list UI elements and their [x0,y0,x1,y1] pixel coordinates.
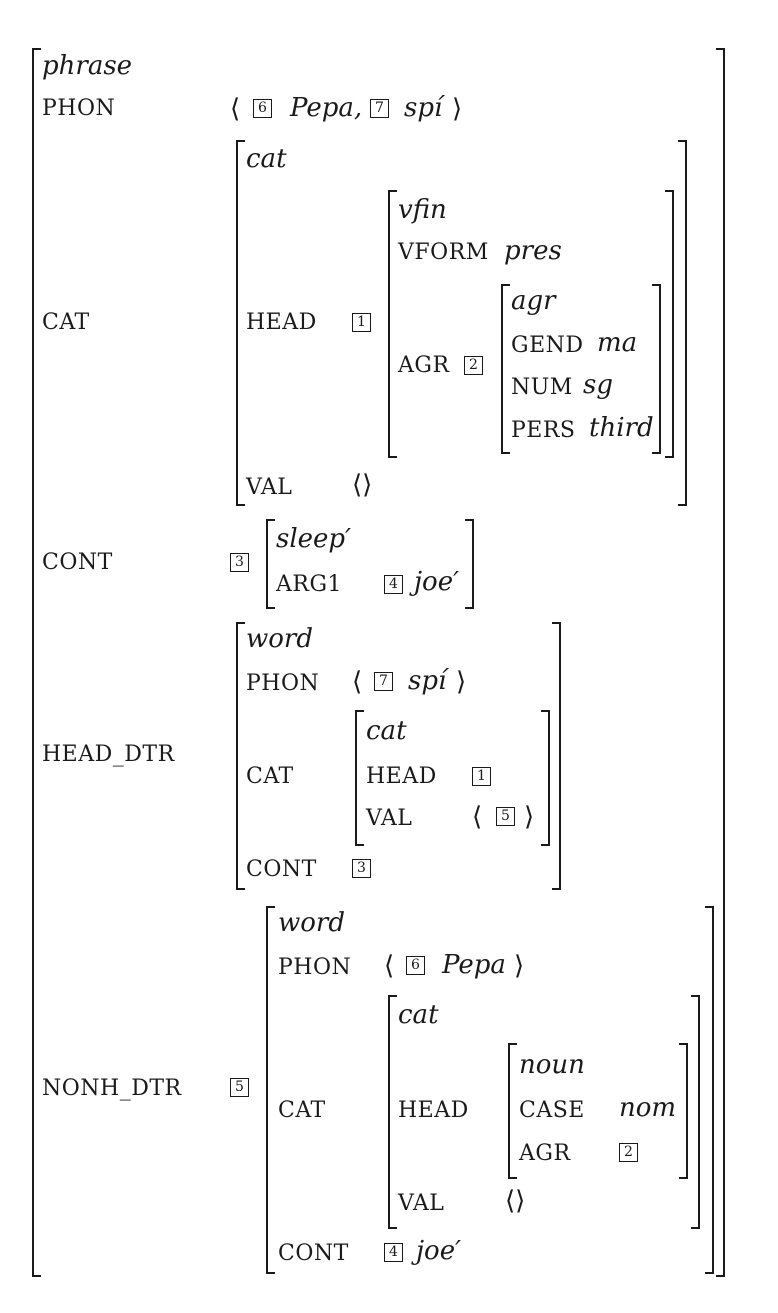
nonh-dtr-cat-val-label: VAL [398,1191,445,1216]
cont-left-bracket [266,519,275,609]
outer-right-bracket [716,48,725,1277]
nonh-dtr-type: word [278,908,345,938]
nonh-dtr-left-bracket [266,906,275,1274]
arg1-tag-4: 4 [384,575,403,594]
nonh-dtr-cat-val-value: ⟨⟩ [505,1186,526,1216]
outer-left-bracket [32,48,41,1277]
cont-right-bracket [465,519,474,609]
case-label: CASE [519,1098,585,1123]
agr-right-bracket [652,284,661,454]
phon-tag-6: 6 [253,99,272,118]
agr-label: AGR [398,353,450,378]
head-dtr-phon-left-angle: ⟨ [352,667,363,697]
gend-value: ma [597,328,638,358]
nonh-dtr-label: NONH_DTR [42,1076,182,1101]
head-dtr-cat-type: cat [366,716,407,746]
nonh-dtr-phon-word: Pepa [442,950,506,980]
head-dtr-type: word [246,624,313,654]
cat-left-bracket [236,140,245,506]
cont-type: sleep′ [276,524,351,554]
phon-word-pepa: Pepa, [290,93,363,123]
head-dtr-phon-tag-7: 7 [374,672,393,691]
pers-label: PERS [511,418,576,443]
phon-label: PHON [42,96,116,121]
noun-right-bracket [679,1043,688,1179]
agr-left-bracket [501,284,510,454]
head-dtr-val-right-angle: ⟩ [524,802,535,832]
head-dtr-cat-label: CAT [246,764,294,789]
arg1-value: joe′ [414,567,460,597]
agr-tag-2: 2 [464,356,483,375]
head-dtr-phon-word: spí [408,666,447,696]
nonh-dtr-cont-label: CONT [278,1241,349,1266]
nonh-dtr-cat-label: CAT [278,1098,326,1123]
nonh-dtr-cont-value: joe′ [416,1236,462,1266]
arg1-label: ARG1 [276,572,343,597]
vfin-right-bracket [665,190,674,458]
head-dtr-left-bracket [236,622,245,890]
head-dtr-cat-head-tag-1: 1 [472,767,491,786]
head-dtr-cat-right-bracket [541,710,550,846]
nonh-dtr-cont-tag-4: 4 [384,1243,403,1262]
outer-type: phrase [42,51,133,81]
nonh-dtr-right-bracket [705,906,714,1274]
phon-word-spi: spí [404,93,443,123]
head-dtr-cat-head-label: HEAD [366,764,437,789]
head-dtr-phon-label: PHON [246,671,320,696]
phon-tag-7: 7 [370,99,389,118]
noun-agr-label: AGR [519,1141,571,1166]
head-dtr-right-bracket [552,622,561,890]
phon-left-angle: ⟨ [230,94,241,124]
cat-label: CAT [42,310,90,335]
head-dtr-cat-val-label: VAL [366,806,413,831]
head-dtr-phon-right-angle: ⟩ [456,667,467,697]
nonh-dtr-cat-left-bracket [388,995,397,1229]
nonh-dtr-cat-type: cat [398,1000,439,1030]
head-dtr-label: HEAD_DTR [42,742,175,767]
num-value: sg [583,370,613,400]
nonh-dtr-cat-right-bracket [691,995,700,1229]
gend-label: GEND [511,333,584,358]
nonh-dtr-phon-label: PHON [278,955,352,980]
cont-label: CONT [42,550,113,575]
vfin-type: vfin [398,195,447,225]
cat-head-label: HEAD [246,310,317,335]
pers-value: third [589,413,654,443]
num-label: NUM [511,375,573,400]
nonh-dtr-phon-tag-6: 6 [406,956,425,975]
noun-agr-tag-2: 2 [619,1143,638,1162]
cat-type: cat [246,144,287,174]
case-value: nom [619,1093,677,1123]
head-dtr-cat-left-bracket [355,710,364,846]
head-dtr-cont-label: CONT [246,857,317,882]
cat-right-bracket [678,140,687,506]
phon-right-angle: ⟩ [452,94,463,124]
vfin-left-bracket [388,190,397,458]
cont-tag-3: 3 [230,553,249,572]
nonh-dtr-phon-right-angle: ⟩ [514,951,525,981]
noun-type: noun [519,1050,585,1080]
head-dtr-cat-val-tag-5: 5 [496,807,515,826]
vform-value: pres [504,236,562,266]
vform-label: VFORM [398,240,489,265]
agr-type: agr [511,286,556,316]
cat-val-value: ⟨⟩ [352,470,373,500]
head-dtr-val-left-angle: ⟨ [472,802,483,832]
cat-head-tag-1: 1 [352,313,371,332]
noun-left-bracket [508,1043,517,1179]
head-dtr-cont-tag-3: 3 [352,859,371,878]
nonh-dtr-cat-head-label: HEAD [398,1098,469,1123]
nonh-dtr-tag-5: 5 [230,1078,249,1097]
nonh-dtr-phon-left-angle: ⟨ [384,951,395,981]
cat-val-label: VAL [246,475,293,500]
